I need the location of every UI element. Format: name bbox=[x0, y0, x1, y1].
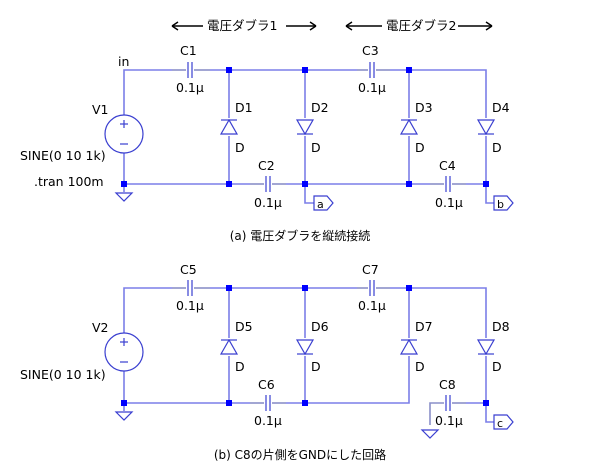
circuit-a: 電圧ダブラ1 電圧ダブラ2 bbox=[20, 18, 514, 243]
d8-name: D8 bbox=[492, 319, 510, 334]
port-a-label: a bbox=[317, 198, 324, 211]
c2-name: C2 bbox=[258, 158, 275, 173]
doubler2-arrow: 電圧ダブラ2 bbox=[345, 18, 493, 33]
capacitor-c1[interactable]: C1 0.1μ bbox=[176, 43, 204, 95]
ground-icon bbox=[114, 192, 134, 202]
diode-d4[interactable]: D4 D bbox=[476, 100, 510, 155]
diode-d1[interactable]: D1 D bbox=[219, 100, 253, 155]
c4-value: 0.1μ bbox=[435, 195, 463, 210]
capacitor-c6[interactable]: C6 0.1μ bbox=[254, 377, 282, 428]
doubler1-arrow: 電圧ダブラ1 bbox=[171, 18, 317, 33]
c7-name: C7 bbox=[362, 262, 379, 277]
d6-model: D bbox=[311, 359, 321, 374]
d2-model: D bbox=[311, 140, 321, 155]
port-b-label: b bbox=[497, 198, 504, 211]
diode-d8[interactable]: D8 D bbox=[476, 319, 510, 374]
caption-a: (a) 電圧ダブラを縦続接続 bbox=[230, 228, 371, 243]
ground-icon-c8 bbox=[420, 429, 440, 439]
c4-name: C4 bbox=[439, 158, 456, 173]
capacitor-c4[interactable]: C4 0.1μ bbox=[435, 158, 463, 210]
d4-model: D bbox=[492, 140, 502, 155]
c1-name: C1 bbox=[180, 43, 197, 58]
c2-value: 0.1μ bbox=[254, 195, 282, 210]
port-c[interactable]: c bbox=[493, 414, 514, 430]
voltage-source-v2[interactable]: V2 SINE(0 10 1k) bbox=[20, 320, 144, 382]
junctions-a bbox=[121, 67, 489, 187]
d5-model: D bbox=[235, 359, 245, 374]
capacitor-c5[interactable]: C5 0.1μ bbox=[176, 262, 204, 313]
c6-value: 0.1μ bbox=[254, 413, 282, 428]
d4-name: D4 bbox=[492, 100, 510, 115]
v1-name: V1 bbox=[92, 102, 109, 117]
c5-value: 0.1μ bbox=[176, 298, 204, 313]
d5-name: D5 bbox=[235, 319, 253, 334]
c1-value: 0.1μ bbox=[176, 80, 204, 95]
diode-d6[interactable]: D6 D bbox=[295, 319, 329, 374]
diode-d7[interactable]: D7 D bbox=[399, 319, 433, 374]
circuit-b: C5 0.1μ C6 0.1μ C7 0.1μ C8 0.1μ D5 D bbox=[20, 262, 514, 462]
c7-value: 0.1μ bbox=[358, 298, 386, 313]
d3-name: D3 bbox=[415, 100, 433, 115]
port-a[interactable]: a bbox=[313, 195, 334, 211]
net-label-in: in bbox=[118, 54, 129, 69]
diode-d5[interactable]: D5 D bbox=[219, 319, 253, 374]
v2-value: SINE(0 10 1k) bbox=[20, 367, 106, 382]
c8-name: C8 bbox=[439, 377, 456, 392]
port-b[interactable]: b bbox=[493, 195, 514, 211]
c3-value: 0.1μ bbox=[358, 80, 386, 95]
port-c-label: c bbox=[497, 417, 503, 430]
capacitor-c2[interactable]: C2 0.1μ bbox=[254, 158, 282, 210]
diode-d2[interactable]: D2 D bbox=[295, 100, 329, 155]
d1-name: D1 bbox=[235, 100, 253, 115]
d8-model: D bbox=[492, 359, 502, 374]
capacitor-c3[interactable]: C3 0.1μ bbox=[358, 43, 386, 95]
capacitor-c8[interactable]: C8 0.1μ bbox=[435, 377, 463, 428]
ground-icon bbox=[114, 411, 134, 421]
d7-model: D bbox=[415, 359, 425, 374]
doubler2-label: 電圧ダブラ2 bbox=[386, 18, 456, 33]
v2-name: V2 bbox=[92, 320, 109, 335]
v1-value: SINE(0 10 1k) bbox=[20, 148, 106, 163]
caption-b: (b) C8の片側をGNDにした回路 bbox=[214, 447, 386, 462]
wires-b bbox=[123, 287, 494, 425]
d7-name: D7 bbox=[415, 319, 433, 334]
c8-value: 0.1μ bbox=[435, 413, 463, 428]
doubler1-label: 電圧ダブラ1 bbox=[207, 18, 277, 33]
diode-d3[interactable]: D3 D bbox=[399, 100, 433, 155]
d3-model: D bbox=[415, 140, 425, 155]
d2-name: D2 bbox=[311, 100, 329, 115]
d6-name: D6 bbox=[311, 319, 329, 334]
c6-name: C6 bbox=[258, 377, 275, 392]
tran-directive: .tran 100m bbox=[34, 174, 104, 189]
d1-model: D bbox=[235, 140, 245, 155]
c3-name: C3 bbox=[362, 43, 379, 58]
c5-name: C5 bbox=[180, 262, 197, 277]
junctions-b bbox=[121, 285, 489, 406]
capacitor-c7[interactable]: C7 0.1μ bbox=[358, 262, 386, 313]
voltage-source-v1[interactable]: V1 SINE(0 10 1k) .tran 100m bbox=[20, 102, 144, 189]
